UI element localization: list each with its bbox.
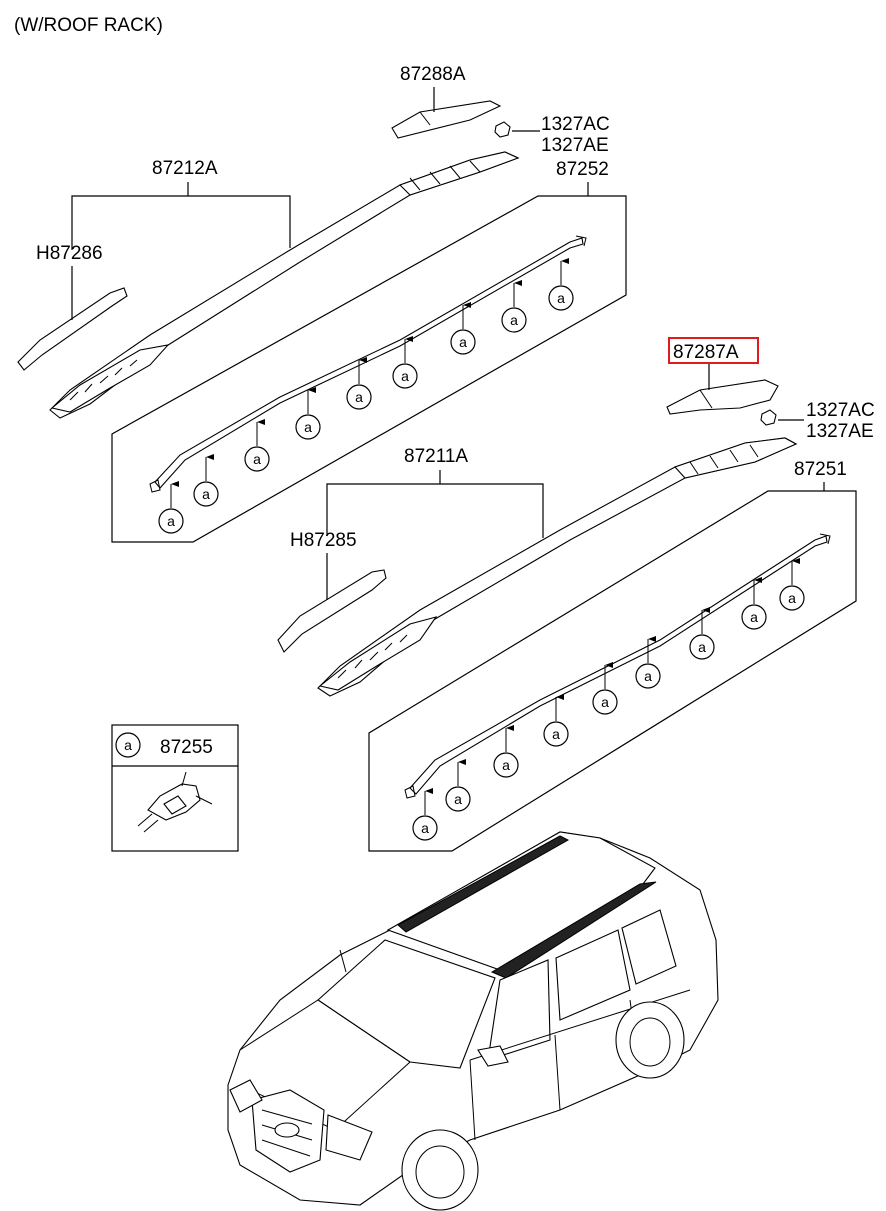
rear-cover-upper [391, 100, 502, 139]
legend-part-87255: 87255 [160, 737, 213, 758]
front-cover-lower [277, 569, 387, 653]
molding-lower-box [368, 490, 857, 852]
label-1327AC-lower: 1327AC [806, 400, 875, 421]
clips-upper [158, 258, 574, 534]
label-1327AC-upper: 1327AC [541, 114, 610, 135]
front-cover-upper [17, 287, 128, 371]
label-1327AE-upper: 1327AE [541, 135, 609, 156]
label-1327AE-lower: 1327AE [806, 421, 874, 442]
legend-box [111, 724, 239, 852]
label-87252: 87252 [556, 159, 609, 180]
label-87212A: 87212A [152, 158, 218, 179]
label-87211A: 87211A [404, 446, 468, 467]
roof-rack-lower [317, 437, 798, 697]
label-87251: 87251 [794, 459, 847, 480]
clip-nut-lower [760, 409, 777, 426]
highlight-box-87287A [668, 337, 759, 364]
label-H87286: H87286 [36, 243, 103, 264]
label-87288A: 87288A [400, 64, 466, 85]
clips-lower [412, 558, 805, 841]
label-87287A: 87287A [673, 342, 739, 363]
label-H87285: H87285 [290, 530, 357, 551]
diagram-title: (W/ROOF RACK) [14, 15, 163, 36]
vehicle-illustration [227, 831, 719, 1211]
roof-rack-upper [49, 151, 520, 419]
rear-cover-lower [666, 379, 779, 415]
clip-nut-upper [494, 121, 511, 138]
molding-upper-box [111, 195, 627, 543]
